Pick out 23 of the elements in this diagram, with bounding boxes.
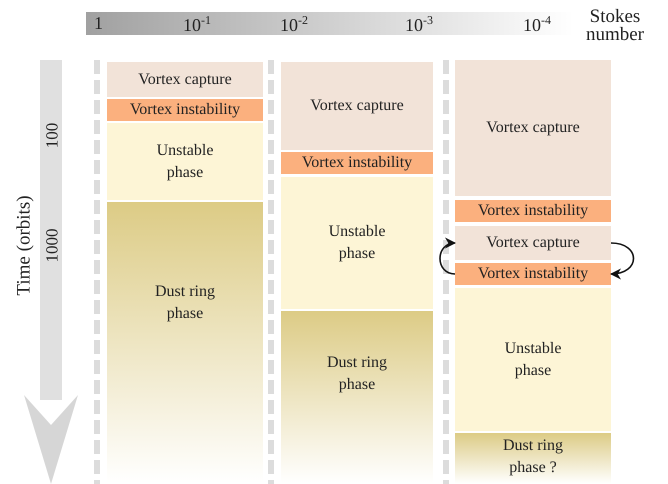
scale-tick-label: 1 — [94, 14, 103, 32]
phase-box: Unstable phase — [107, 123, 263, 200]
phase-box: Vortex capture — [281, 62, 433, 150]
time-tick-label: 100 — [43, 122, 60, 148]
phase-box: Unstable phase — [281, 177, 433, 309]
curved-arrow — [439, 238, 456, 275]
time-tick-label: 1000 — [44, 228, 60, 262]
phase-box: Vortex instability — [281, 152, 433, 174]
phase-box: Dust ring phase ? — [455, 433, 611, 484]
axis-title: Stokes number — [584, 8, 646, 44]
phase-box: Vortex instability — [107, 99, 263, 121]
phase-box: Unstable phase — [455, 288, 611, 431]
axis-title: Time (orbits) — [14, 194, 34, 296]
scale-tick-label: 10$^{-3}$ — [405, 14, 433, 34]
phase-box: Vortex instability — [455, 200, 611, 222]
phase-box: Vortex capture — [107, 62, 263, 97]
phase-box: Vortex capture — [455, 60, 611, 196]
scale-tick-label: 10$^{-2}$ — [280, 14, 308, 34]
scale-tick-label: 10$^{-4}$ — [523, 14, 551, 34]
phase-box: Vortex capture — [455, 226, 611, 260]
scale-tick-label: 10$^{-1}$ — [183, 14, 211, 34]
curved-arrow — [610, 242, 634, 279]
phase-box: Vortex instability — [455, 263, 611, 285]
